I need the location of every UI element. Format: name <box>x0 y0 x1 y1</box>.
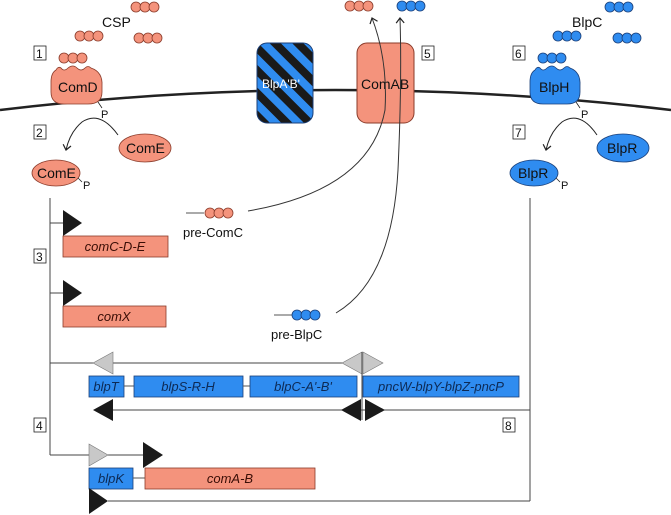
come-p-label: ComE <box>37 165 76 181</box>
blpr-p-label: BlpR <box>518 165 548 181</box>
gene-comx <box>62 305 167 328</box>
csp-peptide <box>74 30 104 42</box>
promoter-pncw-inactive <box>362 351 384 375</box>
step-8-box <box>502 417 516 433</box>
step-6-box <box>512 45 526 61</box>
promoter-blpc-inactive <box>341 351 363 375</box>
phosphotransfer-arrow-blpr <box>542 117 598 151</box>
step-2-label: 2 <box>36 126 43 140</box>
comd-phospho: P <box>101 109 108 121</box>
blpc-label: BlpC <box>572 14 602 30</box>
blpc-peptide <box>612 32 642 44</box>
blpr-phosphorylated <box>509 159 559 187</box>
csp-peptide <box>133 32 163 44</box>
blpc-peptide <box>604 1 634 13</box>
come-label: ComE <box>126 140 165 156</box>
gene-blpsrh-label: blpS-R-H <box>161 379 215 394</box>
blpc-peptide <box>552 30 582 42</box>
pre-comc-peptide <box>204 207 234 219</box>
promoter-comcde <box>63 210 82 236</box>
blph-phospho: P <box>581 109 588 121</box>
gene-comcde-label: comC-D-E <box>85 239 146 254</box>
step-3-label: 3 <box>36 250 43 264</box>
gene-pncw-blpy-blpz-pncp <box>362 375 520 398</box>
promoter-pncw-active <box>365 399 385 421</box>
promoter-blpt-inactive <box>92 351 114 375</box>
gene-blpt-label: blpT <box>93 379 119 394</box>
come-protein <box>118 133 172 163</box>
come-phospho: P <box>83 180 90 192</box>
promoter-comab-active <box>143 442 163 468</box>
blph-label: BlpH <box>539 79 569 95</box>
step-5-box <box>421 45 435 61</box>
blpr-protein <box>596 133 650 163</box>
csp-label: CSP <box>102 14 131 30</box>
promoter-blpt-active <box>93 399 113 421</box>
comd-label: ComD <box>58 79 98 95</box>
gene-pncw-label: pncW-blpY-blpZ-pncP <box>377 379 504 394</box>
blpr-phospho: P <box>561 180 568 192</box>
step-1-label: 1 <box>36 47 43 61</box>
gene-comx-label: comX <box>97 309 132 324</box>
promoter-blpk-inactive <box>88 443 109 467</box>
step-7-box <box>512 124 526 140</box>
promoter-comx <box>63 280 82 306</box>
exported-csp <box>344 0 374 12</box>
gene-blpk-label: blpK <box>98 471 125 486</box>
phosphotransfer-arrow-come <box>62 117 119 151</box>
promoter-blpk-active <box>89 488 108 514</box>
pre-blpc-label: pre-BlpC <box>271 327 322 342</box>
step-8-label: 8 <box>505 419 512 433</box>
step-5-label: 5 <box>424 47 431 61</box>
gene-comab <box>144 467 316 490</box>
pre-comc-label: pre-ComC <box>183 225 243 240</box>
come-phosphorylated <box>31 159 81 187</box>
exported-blpc <box>396 0 426 12</box>
gene-comab-label: comA-B <box>207 471 254 486</box>
blpr-label: BlpR <box>607 140 637 156</box>
step-4-label: 4 <box>36 419 43 433</box>
step-3-box <box>33 248 47 264</box>
comd-receptor <box>50 52 103 105</box>
step-2-box <box>33 124 47 140</box>
blpab-transporter <box>256 42 314 124</box>
pre-blpc-peptide <box>291 309 321 321</box>
csp-peptide <box>130 1 160 13</box>
blpc-export-arrow <box>335 17 405 314</box>
comc-export-arrow <box>247 17 386 212</box>
gene-blpcab-label: blpC-A'-B' <box>274 379 332 394</box>
blpab-label: BlpA'B' <box>262 77 300 91</box>
gene-blpcab <box>249 375 358 398</box>
blph-receptor <box>529 52 581 105</box>
step-6-label: 6 <box>515 47 522 61</box>
step-7-label: 7 <box>515 126 522 140</box>
promoter-blpc-active <box>341 399 361 421</box>
step-4-box <box>33 417 47 433</box>
step-1-box <box>33 45 47 61</box>
gene-comcde <box>62 235 169 258</box>
